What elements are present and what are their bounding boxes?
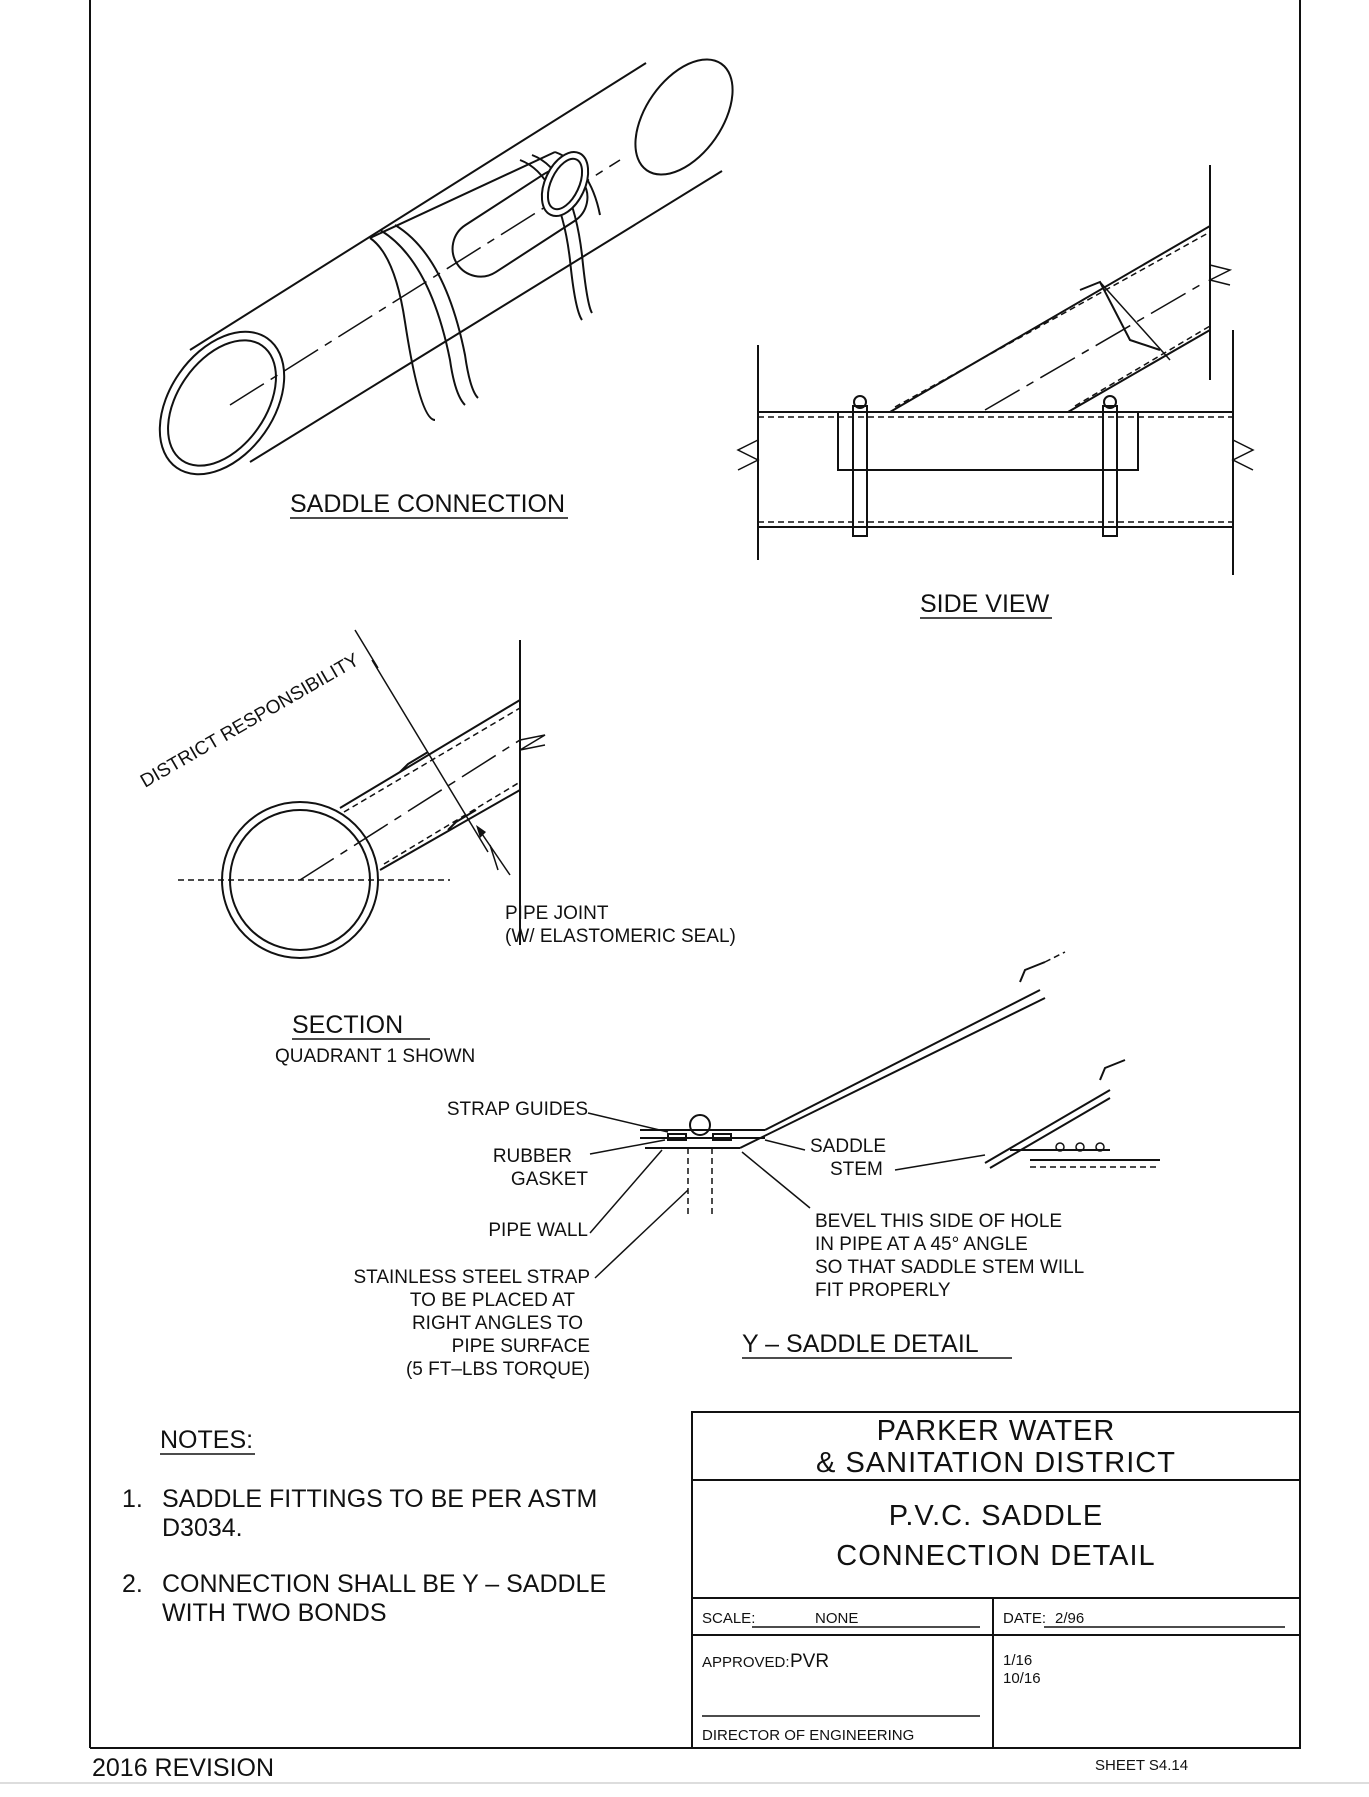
y-saddle-title: Y – SADDLE DETAIL	[742, 1330, 979, 1358]
approved-value: PVR	[790, 1651, 829, 1672]
saddle-label: SADDLE	[810, 1136, 886, 1157]
approved-label: APPROVED:	[702, 1654, 790, 1671]
org-name-line-2: & SANITATION DISTRICT	[816, 1447, 1176, 1479]
section-drawing	[178, 629, 546, 959]
saddle-connection-title: SADDLE CONNECTION	[290, 490, 565, 518]
strap-label-2: TO BE PLACED AT	[410, 1290, 575, 1311]
note-2-line-2: WITH TWO BONDS	[162, 1599, 387, 1627]
y-saddle-detail-drawing	[587, 951, 1160, 1279]
drawing-title-line-2: CONNECTION DETAIL	[836, 1540, 1155, 1572]
strap-label-5: (5 FT–LBS TORQUE)	[406, 1359, 590, 1380]
sheet-number: SHEET S4.14	[1095, 1757, 1188, 1774]
section-subtitle: QUADRANT 1 SHOWN	[275, 1046, 475, 1067]
date-label: DATE:	[1003, 1610, 1046, 1627]
date-value: 2/96	[1055, 1610, 1084, 1627]
director-label: DIRECTOR OF ENGINEERING	[702, 1727, 914, 1744]
scale-value: NONE	[815, 1610, 858, 1627]
note-2-number: 2.	[122, 1570, 143, 1598]
note-1-line-2: D3034.	[162, 1514, 243, 1542]
stem-label: STEM	[830, 1159, 883, 1180]
rubber-label: RUBBER	[493, 1146, 572, 1167]
side-view-title: SIDE VIEW	[920, 590, 1050, 618]
strap-label-1: STAINLESS STEEL STRAP	[353, 1267, 590, 1288]
saddle-connection-drawing	[158, 58, 734, 476]
drawing-title-line-1: P.V.C. SADDLE	[889, 1500, 1104, 1532]
notes-heading: NOTES:	[160, 1426, 253, 1454]
revision-footer: 2016 REVISION	[92, 1754, 274, 1782]
notes-block: NOTES: 1. SADDLE FITTINGS TO BE PER ASTM…	[122, 1426, 606, 1627]
pipe-wall-label: PIPE WALL	[488, 1220, 588, 1241]
pipe-joint-label: PIPE JOINT	[505, 903, 609, 924]
revision-date-1: 1/16	[1003, 1652, 1032, 1669]
bevel-label-3: SO THAT SADDLE STEM WILL	[815, 1257, 1084, 1278]
note-1-line-1: SADDLE FITTINGS TO BE PER ASTM	[162, 1485, 597, 1513]
district-responsibility-label: DISTRICT RESPONSIBILITY	[137, 650, 363, 793]
bevel-label-1: BEVEL THIS SIDE OF HOLE	[815, 1211, 1062, 1232]
note-1-number: 1.	[122, 1485, 143, 1513]
revision-date-2: 10/16	[1003, 1670, 1041, 1687]
section-title: SECTION	[292, 1011, 403, 1039]
bevel-label-4: FIT PROPERLY	[815, 1280, 951, 1301]
strap-guides-label: STRAP GUIDES	[447, 1099, 588, 1120]
scale-label: SCALE:	[702, 1610, 755, 1627]
title-block	[691, 1411, 1301, 1749]
note-2-line-1: CONNECTION SHALL BE Y – SADDLE	[162, 1570, 606, 1598]
elastomeric-seal-label: (W/ ELASTOMERIC SEAL)	[505, 926, 736, 947]
strap-label-4: PIPE SURFACE	[452, 1336, 590, 1357]
org-name-line-1: PARKER WATER	[877, 1415, 1116, 1447]
strap-label-3: RIGHT ANGLES TO	[412, 1313, 583, 1334]
bevel-label-2: IN PIPE AT A 45° ANGLE	[815, 1234, 1028, 1255]
side-view-drawing	[736, 165, 1255, 575]
gasket-label: GASKET	[511, 1169, 588, 1190]
